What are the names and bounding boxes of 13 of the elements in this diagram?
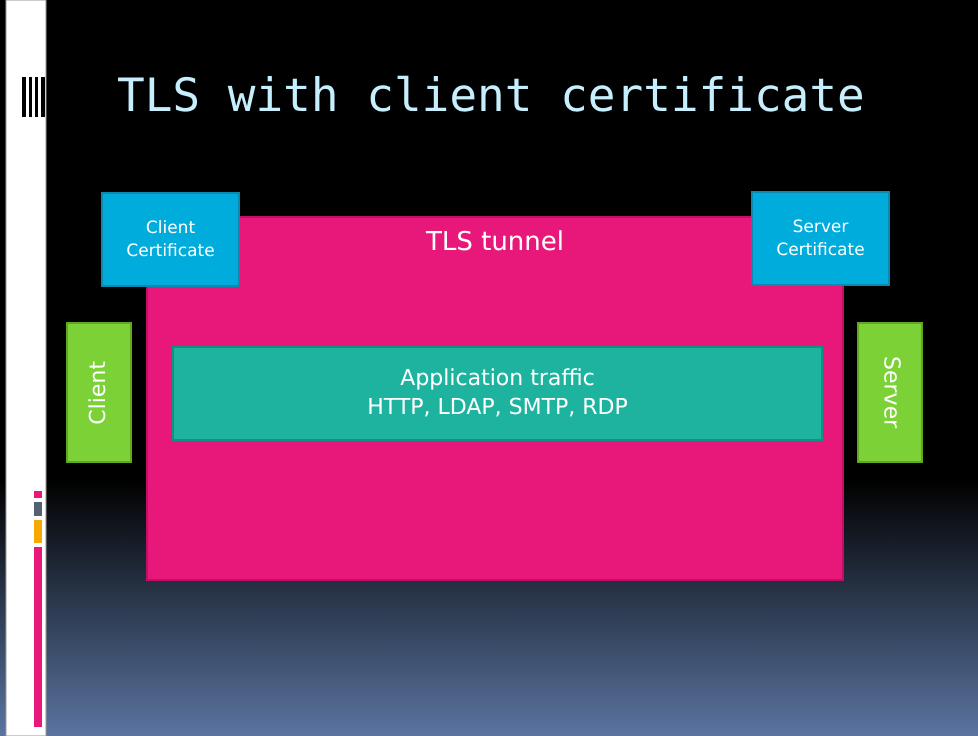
traffic-box <box>172 346 823 441</box>
endpoint-label: Server <box>877 356 904 429</box>
certificate-label: Client Certificate <box>125 217 216 262</box>
certificate-label: Server Certificate <box>775 216 866 261</box>
endpoint-box <box>66 322 132 463</box>
endpoint-box <box>857 322 923 463</box>
traffic-label: HTTP, LDAP, SMTP, RDP <box>367 394 628 422</box>
slide-title: TLS with client certificate <box>117 68 865 122</box>
certificate-box <box>101 192 240 287</box>
tunnel-label: TLS tunnel <box>426 226 564 259</box>
traffic-label: Application traffic <box>400 364 595 393</box>
certificate-box <box>751 191 890 286</box>
endpoint-label: Client <box>84 360 112 424</box>
